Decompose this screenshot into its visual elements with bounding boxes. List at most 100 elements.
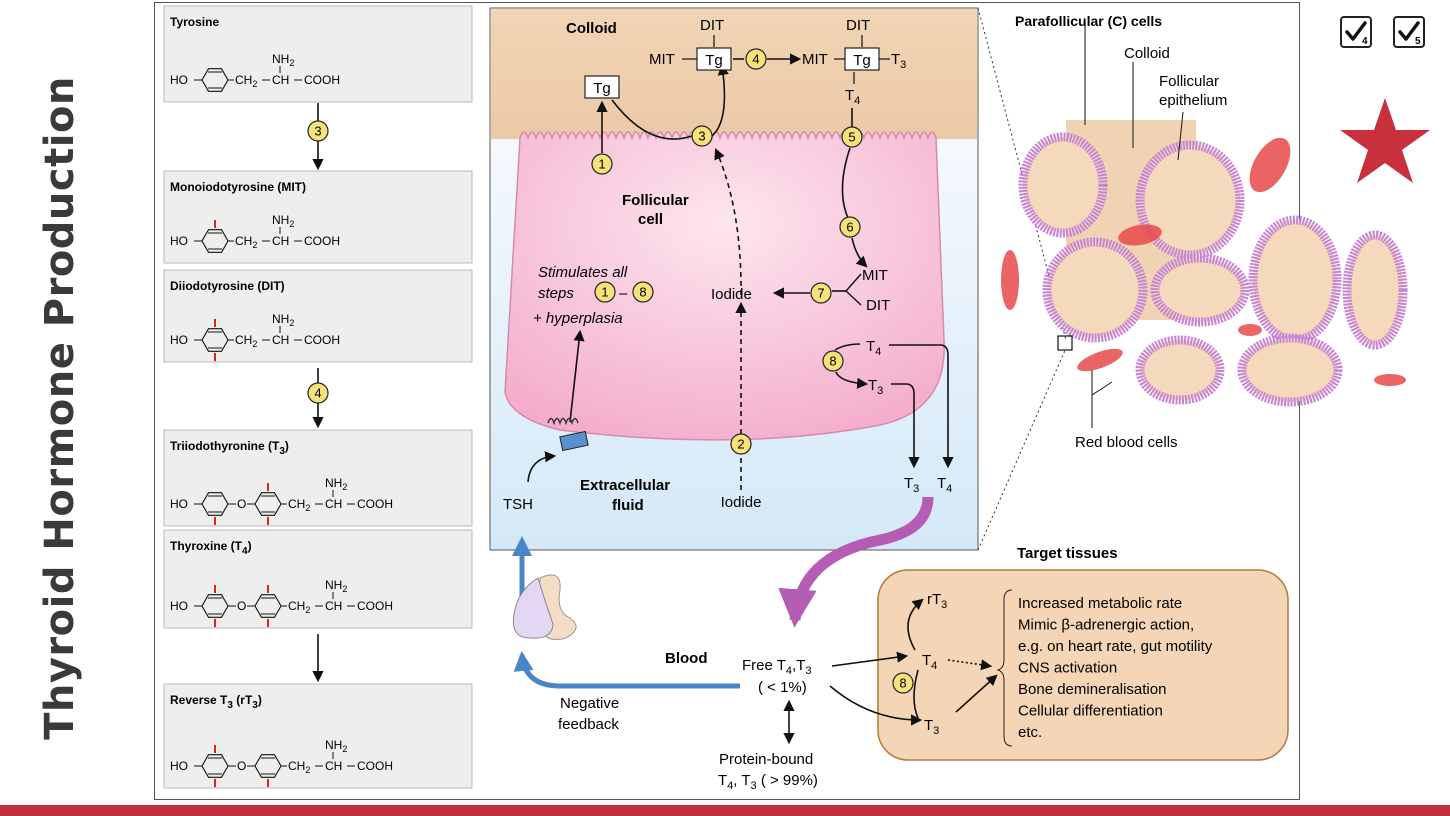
effect-item: Increased metabolic rate [1018, 595, 1182, 612]
blood-label: Blood [665, 650, 708, 667]
ether-o: O [237, 497, 246, 511]
target-tissues: Target tissues rT3 T4 8 T3 Increased met… [829, 545, 1289, 761]
ch-label: CH [325, 497, 342, 511]
tg-label-1: Tg [593, 80, 611, 97]
ch-label: CH [325, 759, 342, 773]
rbc-label: Red blood cells [1075, 434, 1178, 451]
effect-item: Cellular differentiation [1018, 703, 1163, 720]
step-7-badge: 7 [810, 282, 832, 304]
colloid-label: Colloid [566, 20, 617, 37]
epithelium-label-1: Follicular [1159, 73, 1219, 90]
tg-label-3: Tg [853, 52, 871, 69]
benzene-ring [201, 492, 229, 516]
effect-item: e.g. on heart rate, gut motility [1018, 638, 1213, 655]
stimulates-label-2: steps [538, 285, 574, 302]
svg-text:8: 8 [829, 354, 836, 369]
nh2-label: NH2 [325, 476, 347, 492]
ho-label: HO [170, 759, 188, 773]
tsh-label: TSH [503, 496, 533, 513]
ch2-label: CH2 [288, 599, 310, 615]
follicular-cell-diagram: Colloid Follicular cell Extracellular fl… [489, 7, 979, 551]
benzene-ring [254, 492, 282, 516]
nh2-label: NH2 [272, 312, 294, 328]
step-8-badge-cell: 8 [822, 350, 844, 372]
benzene-ring [201, 229, 229, 253]
t3-colloid: T3 [891, 51, 906, 71]
t3-target: T3 [924, 717, 939, 737]
tg-label-2: Tg [705, 52, 723, 69]
ch2-label: CH2 [235, 73, 257, 89]
epithelium-label-2: epithelium [1159, 92, 1227, 109]
t4-cell: T4 [866, 338, 881, 358]
molecule-name: Reverse T3 (rT3) [170, 693, 262, 711]
cooh-label: COOH [357, 497, 393, 511]
cooh-label: COOH [357, 759, 393, 773]
step-1-badge: 1 [591, 153, 613, 175]
histology-colloid-label: Colloid [1124, 45, 1170, 62]
ether-o: O [237, 759, 246, 773]
ch-label: CH [325, 599, 342, 613]
parafollicular-label: Parafollicular (C) cells [1015, 13, 1162, 29]
effect-item: Mimic β-adrenergic action, [1018, 617, 1194, 634]
rt3-label: rT3 [927, 591, 947, 611]
svg-text:5: 5 [1415, 36, 1421, 46]
svg-text:3: 3 [698, 129, 705, 144]
dit-label-2: DIT [846, 17, 870, 34]
protein-bound-values: T4, T3 ( > 99%) [718, 772, 818, 792]
nh2-label: NH2 [325, 738, 347, 754]
svg-text:8: 8 [899, 676, 906, 691]
blood-section: Blood Free T4,T3 ( < 1%) Negative feedba… [512, 496, 934, 792]
step-4-badge: 4 [307, 382, 329, 404]
benzene-ring [201, 68, 229, 92]
svg-text:4: 4 [752, 52, 759, 67]
step-6-badge: 6 [839, 216, 861, 238]
svg-text:5: 5 [848, 130, 855, 145]
ch-label: CH [272, 234, 289, 248]
molecule-name: Diiodotyrosine (DIT) [170, 279, 285, 293]
ch-label: CH [272, 73, 289, 87]
iodide-inside-label: Iodide [711, 286, 752, 303]
effect-item: etc. [1018, 724, 1042, 741]
effect-item: CNS activation [1018, 660, 1117, 677]
synthesis-arrows: 3 4 [307, 103, 329, 683]
ch2-label: CH2 [235, 333, 257, 349]
iodide-outside-label: Iodide [721, 494, 762, 511]
step-3-badge-cell: 3 [691, 125, 713, 147]
histology-panel: Parafollicular (C) cells Colloid Follicu… [977, 7, 1408, 551]
ho-label: HO [170, 333, 188, 347]
benzene-ring [254, 594, 282, 618]
dit-label-1: DIT [700, 17, 724, 34]
svg-text:1: 1 [598, 157, 605, 172]
ch2-label: CH2 [288, 497, 310, 513]
ether-o: O [237, 599, 246, 613]
extracellular-label: Extracellular [580, 477, 670, 494]
checkbox-4[interactable]: 4 [1340, 16, 1372, 48]
negative-feedback-label-1: Negative [560, 695, 619, 712]
ch-label: CH [272, 333, 289, 347]
step-8-badge-target: 8 [892, 672, 914, 694]
benzene-ring [201, 328, 229, 352]
tg-box-1 [584, 75, 620, 99]
t4-out: T4 [937, 475, 952, 495]
dit-label-3: DIT [866, 297, 890, 314]
svg-text:4: 4 [314, 386, 321, 401]
ho-label: HO [170, 234, 188, 248]
cooh-label: COOH [304, 333, 340, 347]
t3-cell: T3 [868, 377, 883, 397]
svg-text:–: – [619, 285, 628, 302]
cooh-label: COOH [304, 73, 340, 87]
mit-label-2: MIT [802, 51, 828, 68]
star-icon[interactable] [1338, 96, 1432, 186]
svg-text:2: 2 [737, 437, 744, 452]
svg-text:6: 6 [846, 220, 853, 235]
step-5-badge: 5 [841, 126, 863, 148]
svg-text:3: 3 [314, 124, 321, 139]
checkbox-5[interactable]: 5 [1393, 16, 1425, 48]
mit-label-3: MIT [862, 267, 888, 284]
svg-text:7: 7 [817, 286, 824, 301]
